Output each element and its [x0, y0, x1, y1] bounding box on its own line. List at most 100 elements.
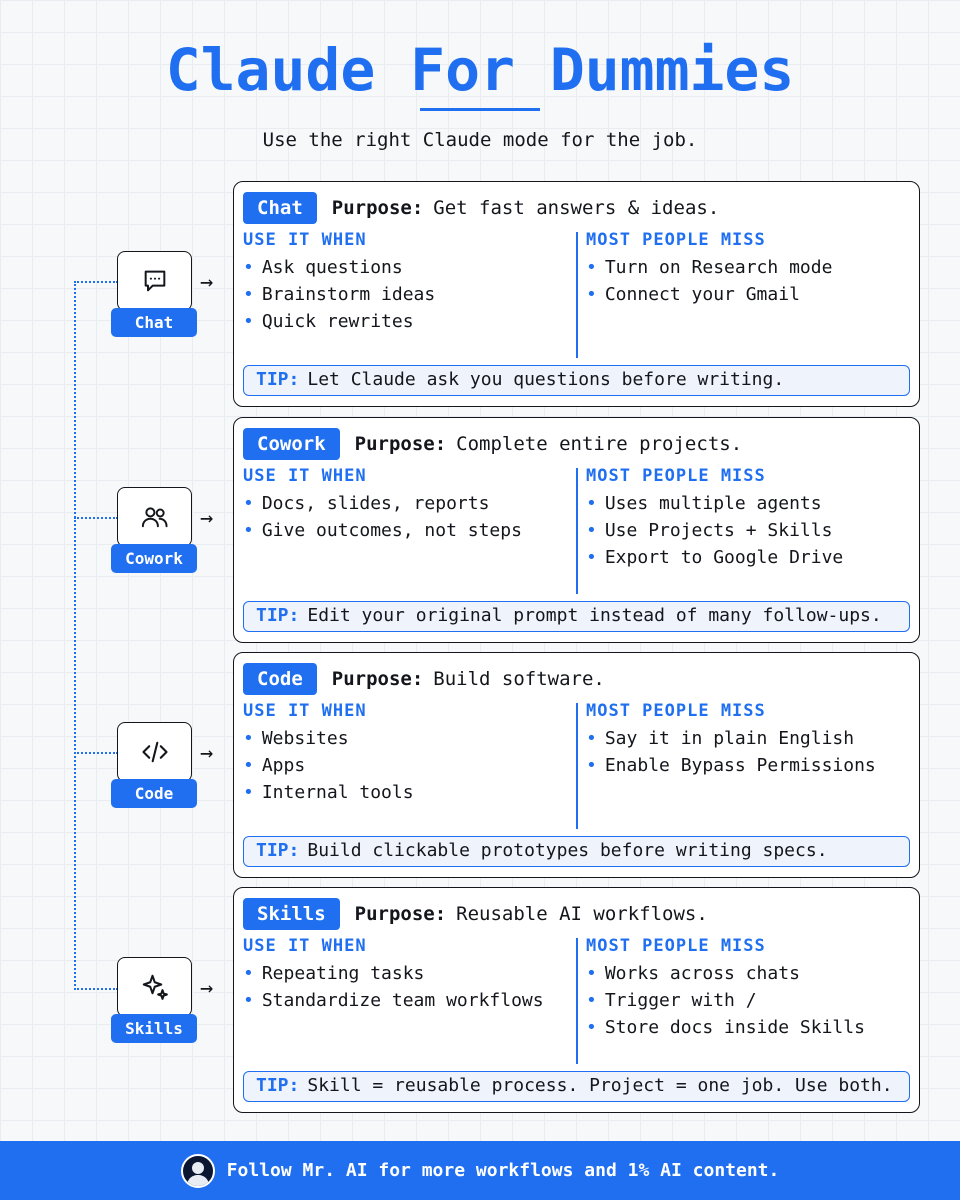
mode-icon-box: [117, 957, 192, 1017]
mode-label: Chat: [111, 308, 197, 337]
most-people-miss-heading: MOST PEOPLE MISS: [586, 230, 766, 250]
use-it-when-heading: USE IT WHEN: [243, 936, 367, 956]
most-people-miss-list: •Uses multiple agents •Use Projects + Sk…: [586, 490, 843, 571]
list-item: •Give outcomes, not steps: [243, 520, 522, 541]
column-divider: [576, 232, 578, 358]
column-divider: [576, 468, 578, 594]
mode-card-cowork: Cowork Purpose: Complete entire projects…: [233, 417, 920, 643]
arrow-right-icon: →: [200, 976, 214, 1001]
tip-label: TIP:: [256, 369, 300, 390]
card-header: Chat Purpose: Get fast answers & ideas.: [243, 192, 719, 224]
use-it-when-heading: USE IT WHEN: [243, 701, 367, 721]
page-subtitle: Use the right Claude mode for the job.: [262, 129, 698, 151]
tip-text: Build clickable prototypes before writin…: [307, 840, 828, 861]
list-item: •Use Projects + Skills: [586, 520, 833, 541]
column-divider: [576, 703, 578, 829]
code-icon: [141, 741, 168, 763]
arrow-right-icon: →: [200, 506, 214, 531]
footer-banner: Follow Mr. AI for more workflows and 1% …: [0, 1141, 960, 1200]
list-item: •Connect your Gmail: [586, 284, 800, 305]
list-item: •Works across chats: [586, 963, 800, 984]
list-item: •Ask questions: [243, 257, 403, 278]
purpose-text: Reusable AI workflows.: [456, 903, 708, 925]
avatar: [180, 1153, 215, 1188]
mode-card-code: Code Purpose: Build software. USE IT WHE…: [233, 652, 920, 878]
most-people-miss-heading: MOST PEOPLE MISS: [586, 466, 766, 486]
use-it-when-list: •Ask questions •Brainstorm ideas •Quick …: [243, 254, 435, 335]
tip-box: TIP: Edit your original prompt instead of…: [243, 601, 910, 632]
mode-label: Code: [111, 779, 197, 808]
most-people-miss-list: •Say it in plain English •Enable Bypass …: [586, 725, 876, 779]
connector-branch: [74, 752, 118, 754]
card-header: Cowork Purpose: Complete entire projects…: [243, 428, 742, 460]
use-it-when-list: •Repeating tasks •Standardize team workf…: [243, 960, 544, 1014]
connector-line: [74, 281, 76, 990]
most-people-miss-heading: MOST PEOPLE MISS: [586, 936, 766, 956]
most-people-miss-list: •Turn on Research mode •Connect your Gma…: [586, 254, 832, 308]
arrow-right-icon: →: [200, 741, 214, 766]
mode-icon-box: [117, 251, 192, 311]
title-underline: [420, 108, 540, 111]
tip-text: Let Claude ask you questions before writ…: [307, 369, 785, 390]
card-header: Skills Purpose: Reusable AI workflows.: [243, 898, 708, 930]
list-item: •Enable Bypass Permissions: [586, 755, 876, 776]
list-item: •Trigger with /: [586, 990, 757, 1011]
mode-icon-box: [117, 487, 192, 547]
list-item: •Internal tools: [243, 782, 414, 803]
tip-text: Edit your original prompt instead of man…: [307, 605, 882, 626]
purpose-label: Purpose:: [331, 197, 424, 219]
list-item: •Export to Google Drive: [586, 547, 844, 568]
purpose-label: Purpose:: [354, 433, 447, 455]
list-item: •Say it in plain English: [586, 728, 855, 749]
mode-card-skills: Skills Purpose: Reusable AI workflows. U…: [233, 887, 920, 1113]
tip-box: TIP: Build clickable prototypes before wr…: [243, 836, 910, 867]
tip-label: TIP:: [256, 840, 300, 861]
use-it-when-list: •Websites •Apps •Internal tools: [243, 725, 414, 806]
avatar-person-icon: [186, 1161, 209, 1186]
list-item: •Brainstorm ideas: [243, 284, 436, 305]
list-item: •Apps: [243, 755, 306, 776]
use-it-when-heading: USE IT WHEN: [243, 230, 367, 250]
list-item: •Websites: [243, 728, 349, 749]
tip-label: TIP:: [256, 1075, 300, 1096]
connector-branch: [74, 517, 118, 519]
connector-branch: [74, 988, 118, 990]
list-item: •Docs, slides, reports: [243, 493, 490, 514]
purpose-text: Complete entire projects.: [456, 433, 743, 455]
card-header: Code Purpose: Build software.: [243, 663, 605, 695]
purpose-label: Purpose:: [331, 668, 424, 690]
people-icon: [141, 507, 168, 528]
tip-text: Skill = reusable process. Project = one …: [307, 1075, 893, 1096]
list-item: •Repeating tasks: [243, 963, 425, 984]
sparkles-icon: [142, 974, 168, 1000]
list-item: •Standardize team workflows: [243, 990, 544, 1011]
use-it-when-heading: USE IT WHEN: [243, 466, 367, 486]
mode-card-chat: Chat Purpose: Get fast answers & ideas. …: [233, 181, 920, 407]
mode-badge: Code: [243, 663, 317, 695]
most-people-miss-heading: MOST PEOPLE MISS: [586, 701, 766, 721]
page-title: Claude For Dummies: [165, 36, 795, 104]
footer-text: Follow Mr. AI for more workflows and 1% …: [226, 1160, 780, 1181]
list-item: •Uses multiple agents: [586, 493, 822, 514]
list-item: •Turn on Research mode: [586, 257, 833, 278]
purpose-text: Build software.: [433, 668, 605, 690]
purpose-text: Get fast answers & ideas.: [433, 197, 720, 219]
purpose-label: Purpose:: [354, 903, 447, 925]
column-divider: [576, 938, 578, 1064]
use-it-when-list: •Docs, slides, reports •Give outcomes, n…: [243, 490, 522, 544]
connector-branch: [74, 281, 118, 283]
mode-label: Cowork: [111, 544, 197, 573]
tip-label: TIP:: [256, 605, 300, 626]
mode-badge: Skills: [243, 898, 340, 930]
list-item: •Store docs inside Skills: [586, 1017, 865, 1038]
mode-icon-box: [117, 722, 192, 782]
mode-label: Skills: [111, 1014, 197, 1043]
tip-box: TIP: Skill = reusable process. Project = …: [243, 1071, 910, 1102]
arrow-right-icon: →: [200, 270, 214, 295]
tip-box: TIP: Let Claude ask you questions before …: [243, 365, 910, 396]
chat-bubble-icon: [144, 270, 165, 292]
mode-badge: Chat: [243, 192, 317, 224]
list-item: •Quick rewrites: [243, 311, 414, 332]
mode-badge: Cowork: [243, 428, 340, 460]
most-people-miss-list: •Works across chats •Trigger with / •Sto…: [586, 960, 865, 1041]
